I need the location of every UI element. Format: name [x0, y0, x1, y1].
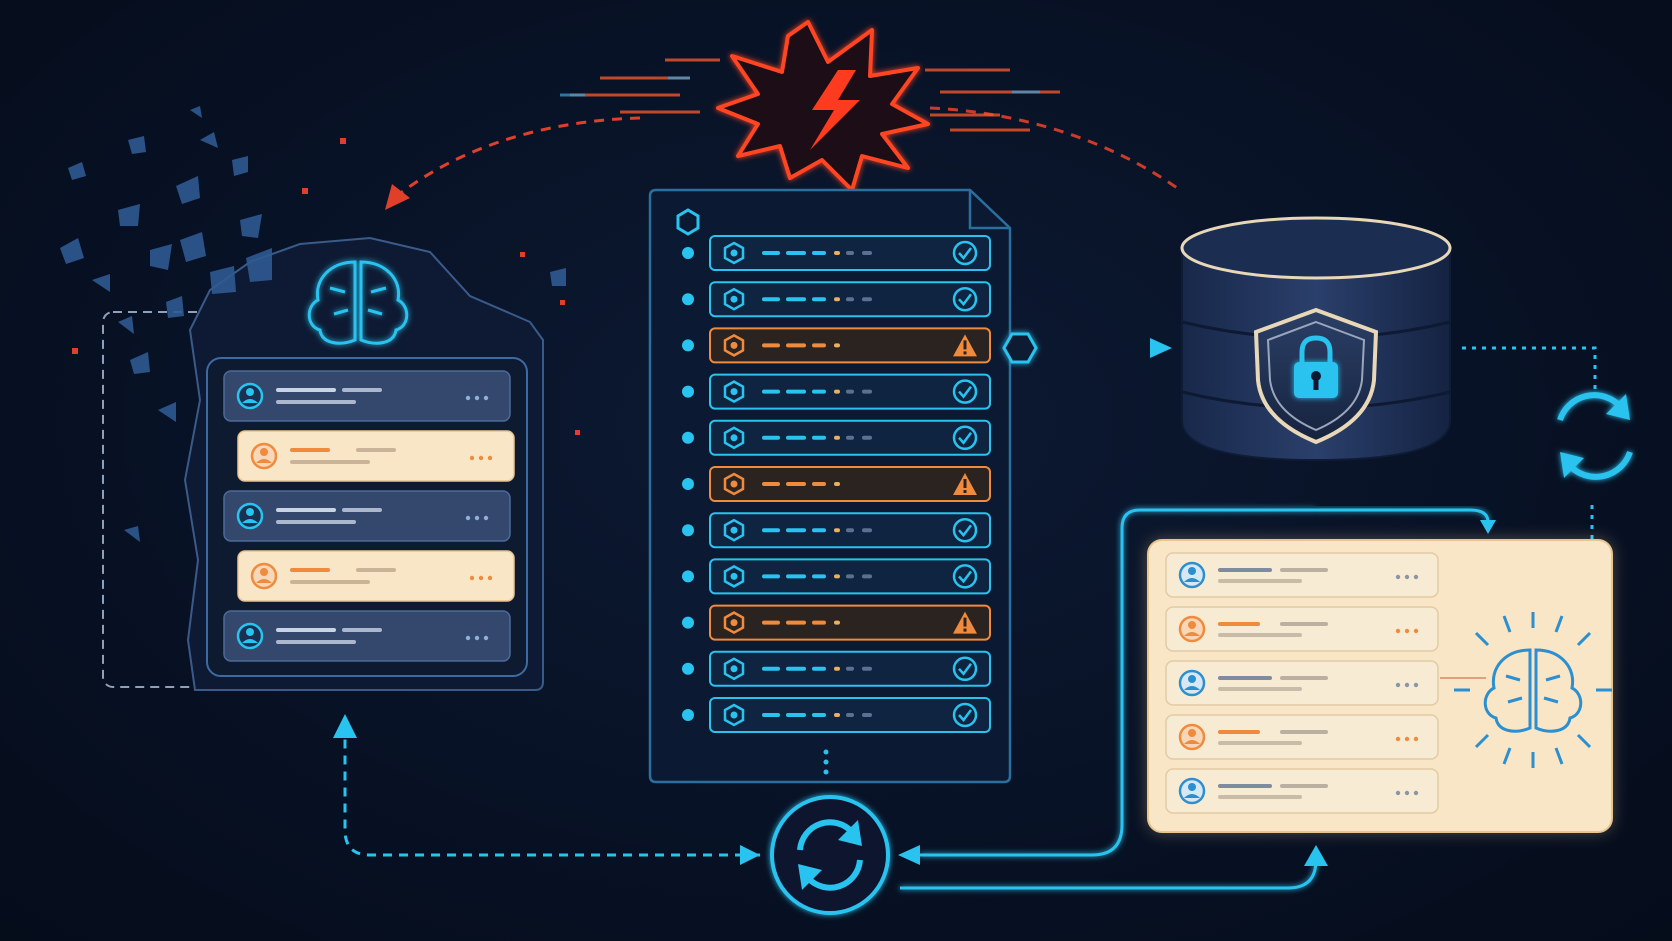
- hexagon-node-icon: [723, 380, 745, 404]
- check-circle-icon: [952, 286, 978, 312]
- shield-lock-icon: [1253, 307, 1379, 445]
- check-circle-icon: [952, 564, 978, 589]
- sync-to-right-panel: [900, 855, 1318, 890]
- check-circle-icon: [952, 240, 978, 266]
- check-circle-icon: [952, 517, 978, 543]
- warning-triangle-icon: [953, 473, 977, 495]
- hexagon-node-icon: [723, 287, 745, 311]
- list-item: [1165, 660, 1439, 706]
- checklist-row: [682, 419, 991, 456]
- hexagon-node-icon: [723, 426, 745, 450]
- list-item: [237, 430, 515, 482]
- brain-rays: [1454, 612, 1612, 768]
- db-branch-right: [1316, 508, 1490, 523]
- check-circle-icon: [952, 425, 978, 451]
- db-branch-connector: [920, 508, 1316, 857]
- checklist-row: [682, 558, 991, 595]
- hexagon-node-icon: [723, 611, 745, 635]
- checklist-row: [682, 327, 991, 364]
- fragments: [60, 106, 566, 542]
- checklist-row: [682, 373, 991, 410]
- warning-triangle-icon: [953, 334, 977, 357]
- brain-circuit-icon: [1483, 648, 1583, 733]
- hexagon-node-icon: [723, 564, 745, 588]
- list-item: [237, 550, 515, 602]
- sync-arrowhead-right: [898, 845, 920, 865]
- hexagon-node-icon: [723, 703, 745, 727]
- lightning-burst-icon: [560, 20, 1060, 192]
- checklist-rows: [682, 235, 991, 733]
- secure-database: [1180, 216, 1452, 462]
- check-circle-icon: [952, 379, 978, 404]
- hexagon-node-icon: [723, 472, 745, 496]
- checklist-row: [682, 697, 991, 733]
- check-circle-icon: [952, 656, 978, 682]
- right-card-list: [1165, 552, 1439, 814]
- list-item: [223, 610, 511, 662]
- red-dashed-arc-left: [397, 116, 641, 197]
- sync-to-left-dashed: [343, 738, 760, 857]
- central-sync-button: [770, 795, 890, 915]
- connector-lines: [333, 106, 1597, 890]
- checklist-row: [682, 281, 991, 318]
- hexagon-node-icon: [723, 333, 745, 357]
- list-item: [223, 490, 511, 542]
- db-arrowhead: [1150, 338, 1172, 358]
- hexagon-node-icon: [723, 518, 745, 542]
- checklist-row: [682, 512, 991, 549]
- list-item: [1165, 552, 1439, 598]
- list-item: [223, 370, 511, 422]
- hexagon-node-icon: [1002, 332, 1038, 364]
- hexagon-node-icon: [723, 657, 745, 681]
- checklist-row: [682, 650, 991, 687]
- warning-triangle-icon: [953, 611, 977, 634]
- hexagon-node-icon: [723, 241, 745, 265]
- checklist-row: [682, 235, 991, 271]
- checklist-row: [682, 604, 991, 641]
- list-item: [1165, 768, 1439, 814]
- red-arrowhead-left: [385, 184, 410, 210]
- checklist-row: [682, 466, 991, 502]
- list-item: [1165, 714, 1439, 760]
- left-up-arrowhead: [333, 714, 357, 738]
- check-circle-icon: [952, 702, 978, 728]
- refresh-cycle-icon: [1557, 392, 1633, 480]
- list-item: [1165, 606, 1439, 652]
- db-to-sync-dotted: [1462, 346, 1597, 392]
- refresh-cycle-icon: [797, 819, 863, 891]
- red-dashed-arc-right: [929, 106, 1181, 192]
- brain-circuit-icon: [307, 260, 409, 345]
- left-card-list: [223, 370, 515, 662]
